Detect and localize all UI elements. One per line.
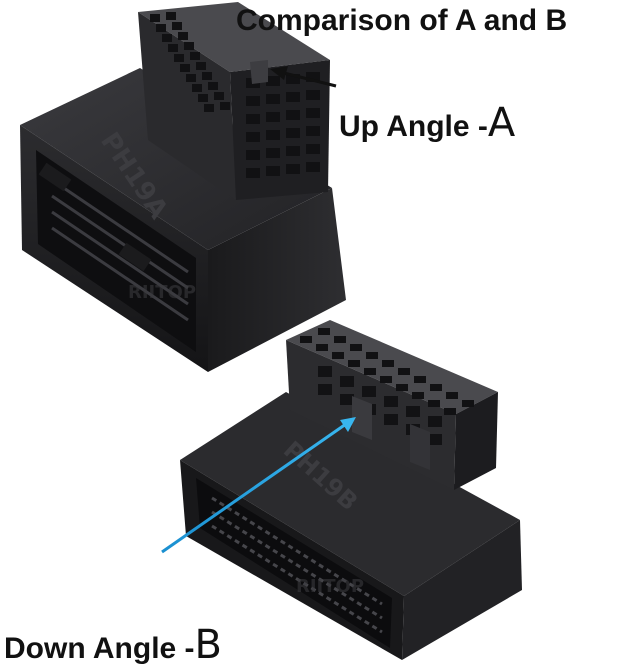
up-angle-letter: A: [487, 100, 516, 146]
connector-a-side-face: [208, 188, 346, 372]
connector-b: PH19B RIITOP: [180, 320, 522, 660]
connector-b-side-face: [402, 520, 522, 660]
up-angle-label: Up Angle -A: [339, 100, 515, 146]
connector-b-top-face: [180, 392, 520, 596]
connector-a-key-notch-2: [118, 242, 152, 272]
connector-b-key-tab-2: [410, 424, 430, 470]
connector-a-key-notch: [38, 162, 72, 192]
connector-b-port-opening: [196, 478, 392, 648]
down-angle-label: Down Angle -B: [4, 622, 222, 668]
connector-a-watermark: RIITOP: [128, 282, 196, 303]
blue-arrow-pointer-icon: [161, 417, 356, 554]
connector-a-key-tab: [250, 60, 268, 84]
connector-b-key-tab: [352, 396, 372, 440]
comparison-title: Comparison of A and B: [236, 4, 568, 37]
connector-a-port-opening: [36, 150, 196, 352]
connector-a-socket-front: [138, 12, 236, 200]
connector-a-socket-face-holes: [246, 72, 320, 178]
connector-a-socket-top: [138, 2, 330, 72]
down-angle-label-text: Down Angle -: [4, 632, 195, 665]
connector-b-pins: [211, 496, 383, 634]
connector-a-pin-holes: [150, 12, 230, 112]
down-angle-letter: B: [194, 622, 222, 668]
arrow-pointer-icon: [270, 66, 337, 88]
up-angle-label-text: Up Angle -: [339, 110, 488, 143]
connector-b-watermark: RIITOP: [296, 576, 364, 597]
connector-a-pins: [51, 178, 189, 322]
connector-b-socket-side: [454, 392, 498, 490]
connector-b-pin-holes: [300, 328, 474, 415]
connector-a: PH19A RIITOP: [20, 2, 346, 372]
